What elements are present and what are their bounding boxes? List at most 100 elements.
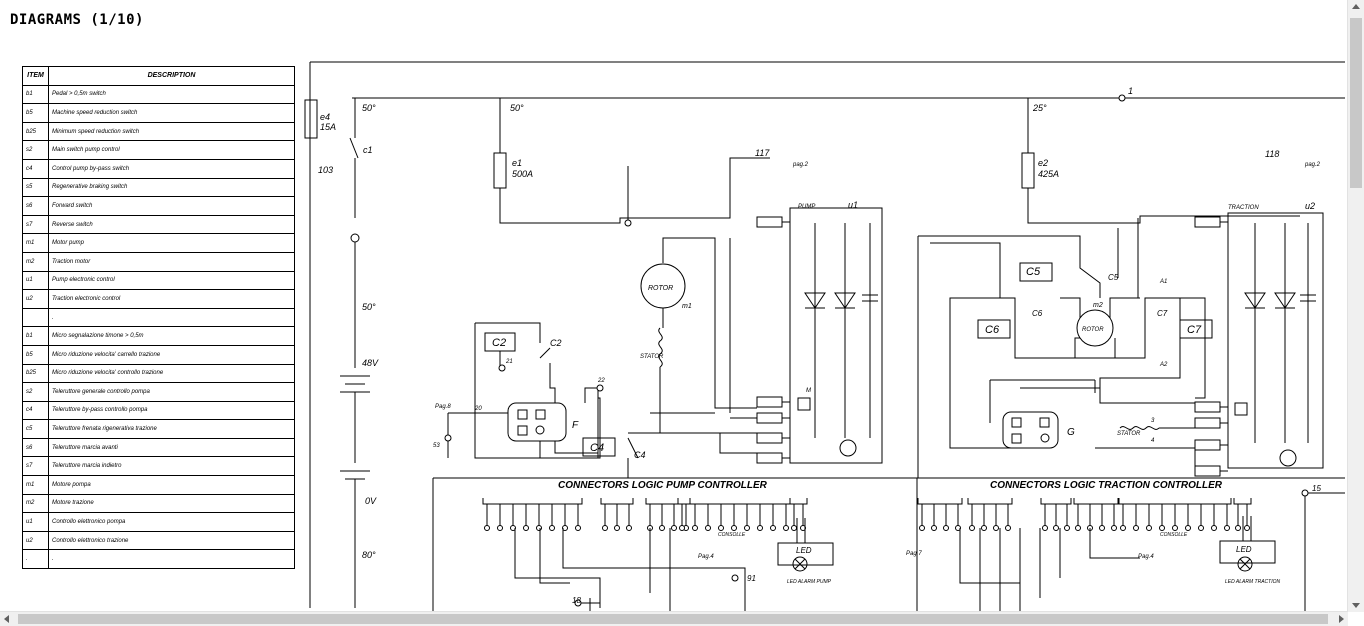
legend-item-code: c4: [22, 400, 49, 421]
vertical-scroll-thumb[interactable]: [1350, 18, 1362, 188]
scroll-up-icon[interactable]: [1352, 4, 1360, 9]
legend-header-item: ITEM: [22, 66, 49, 86]
label-wire-22: 22: [597, 378, 605, 384]
connector-bracket: [1040, 498, 1072, 505]
scroll-left-icon[interactable]: [4, 615, 9, 623]
legend-item-description: Traction motor: [48, 251, 295, 272]
legend-item-code: b1: [22, 326, 49, 346]
connector-pin-terminal: [791, 525, 797, 531]
label-wire-21: 21: [505, 359, 513, 365]
legend-item-description: Teleruttore marcia indietro: [48, 456, 295, 477]
label-led-a: LED: [796, 546, 812, 555]
connector-pin-terminal: [744, 525, 750, 531]
legend-item-code: [22, 307, 49, 328]
legend-item-code: s6: [22, 196, 49, 216]
legend-item-description: Motore trazione: [48, 493, 295, 514]
legend-item-description: Micro segnalazione timone > 0,5m: [48, 326, 295, 346]
vertical-scrollbar[interactable]: [1347, 0, 1364, 612]
label-wire-20: 20: [474, 406, 482, 412]
label-stator-m2: STATOR: [1117, 431, 1141, 437]
connector-pin-terminal: [1120, 525, 1126, 531]
connector-pin-terminal: [1075, 525, 1081, 531]
label-fuse-e4: e4: [320, 112, 330, 122]
connector-strips: [482, 498, 1252, 531]
label-connectors-pump: CONNECTORS LOGIC PUMP CONTROLLER: [558, 480, 768, 491]
label-wire-103: 103: [318, 165, 333, 175]
connector-pin-terminal: [679, 525, 685, 531]
scroll-right-icon[interactable]: [1339, 615, 1344, 623]
connector-pin-terminal: [536, 525, 542, 531]
label-c7-box: C7: [1187, 324, 1202, 336]
connector-pin-terminal: [1133, 525, 1139, 531]
main-wiring: [309, 61, 1345, 613]
label-conn-f: F: [572, 420, 579, 431]
led-indicators: [777, 516, 1276, 572]
horizontal-scroll-thumb[interactable]: [18, 614, 1328, 624]
fuse-e4: [304, 99, 318, 139]
label-a1: A1: [1159, 279, 1167, 285]
horizontal-scrollbar[interactable]: [0, 611, 1348, 626]
legend-item-description: Pedal > 0,5m switch: [48, 84, 295, 105]
connector-pin-terminal: [993, 525, 999, 531]
connector-pin-terminal: [1053, 525, 1059, 531]
label-fuse-e1: e1: [512, 158, 522, 168]
legend-item-code: c4: [22, 158, 49, 179]
label-pag4-a: Pag.4: [698, 554, 714, 560]
label-batt-0v: 0V: [365, 496, 377, 506]
connector-bracket: [645, 498, 691, 505]
label-rotor-m2: ROTOR: [1082, 327, 1104, 333]
legend-item-code: .: [22, 549, 49, 570]
label-batt-80: 80°: [362, 550, 376, 560]
label-pag7: Pag.7: [906, 551, 922, 557]
label-wire-4: 4: [1151, 438, 1155, 444]
connector-pin-terminal: [549, 525, 555, 531]
label-c6-box: C6: [985, 324, 1000, 336]
legend-row: ..: [22, 549, 295, 570]
scroll-down-icon[interactable]: [1352, 603, 1360, 608]
wiring-schematic: e4 15A 50° 50° 1 25° 103 c1 e1 500A e2 4…: [304, 61, 1345, 613]
connector-pin-terminal: [969, 525, 975, 531]
label-consolle-b: CONSOLLE: [1160, 532, 1188, 538]
label-c5: C5: [1108, 273, 1119, 282]
label-batt-48v: 48V: [362, 358, 379, 368]
label-pag2-a: pag.2: [792, 162, 809, 168]
label-pag2-b: pag.2: [1304, 162, 1321, 168]
connector-pin-terminal: [943, 525, 949, 531]
connector-pin-terminal: [614, 525, 620, 531]
connector-pin-terminal: [659, 525, 665, 531]
legend-item-code: c5: [22, 419, 49, 439]
connector-pin-terminal: [1244, 525, 1250, 531]
label-traction-title: TRACTION: [1228, 205, 1259, 211]
legend-item-description: Control pump by-pass switch: [48, 158, 295, 179]
fuse-e2: [1021, 152, 1035, 189]
connector-pin-terminal: [692, 525, 698, 531]
legend-item-code: s5: [22, 177, 49, 198]
connector-pin-terminal: [718, 525, 724, 531]
legend-item-code: b5: [22, 344, 49, 365]
legend-item-description: Teleruttore marcia avanti: [48, 437, 295, 458]
legend-item-code: s6: [22, 437, 49, 458]
connector-pin-terminal: [1198, 525, 1204, 531]
connector-pin-terminal: [1159, 525, 1165, 531]
label-m1: m1: [682, 303, 692, 310]
legend-item-code: m2: [22, 251, 49, 272]
connector-pin-terminal: [497, 525, 503, 531]
fuses: [304, 94, 1126, 243]
legend-item-description: .: [48, 307, 295, 328]
label-pag4-b: Pag.4: [1138, 554, 1154, 560]
